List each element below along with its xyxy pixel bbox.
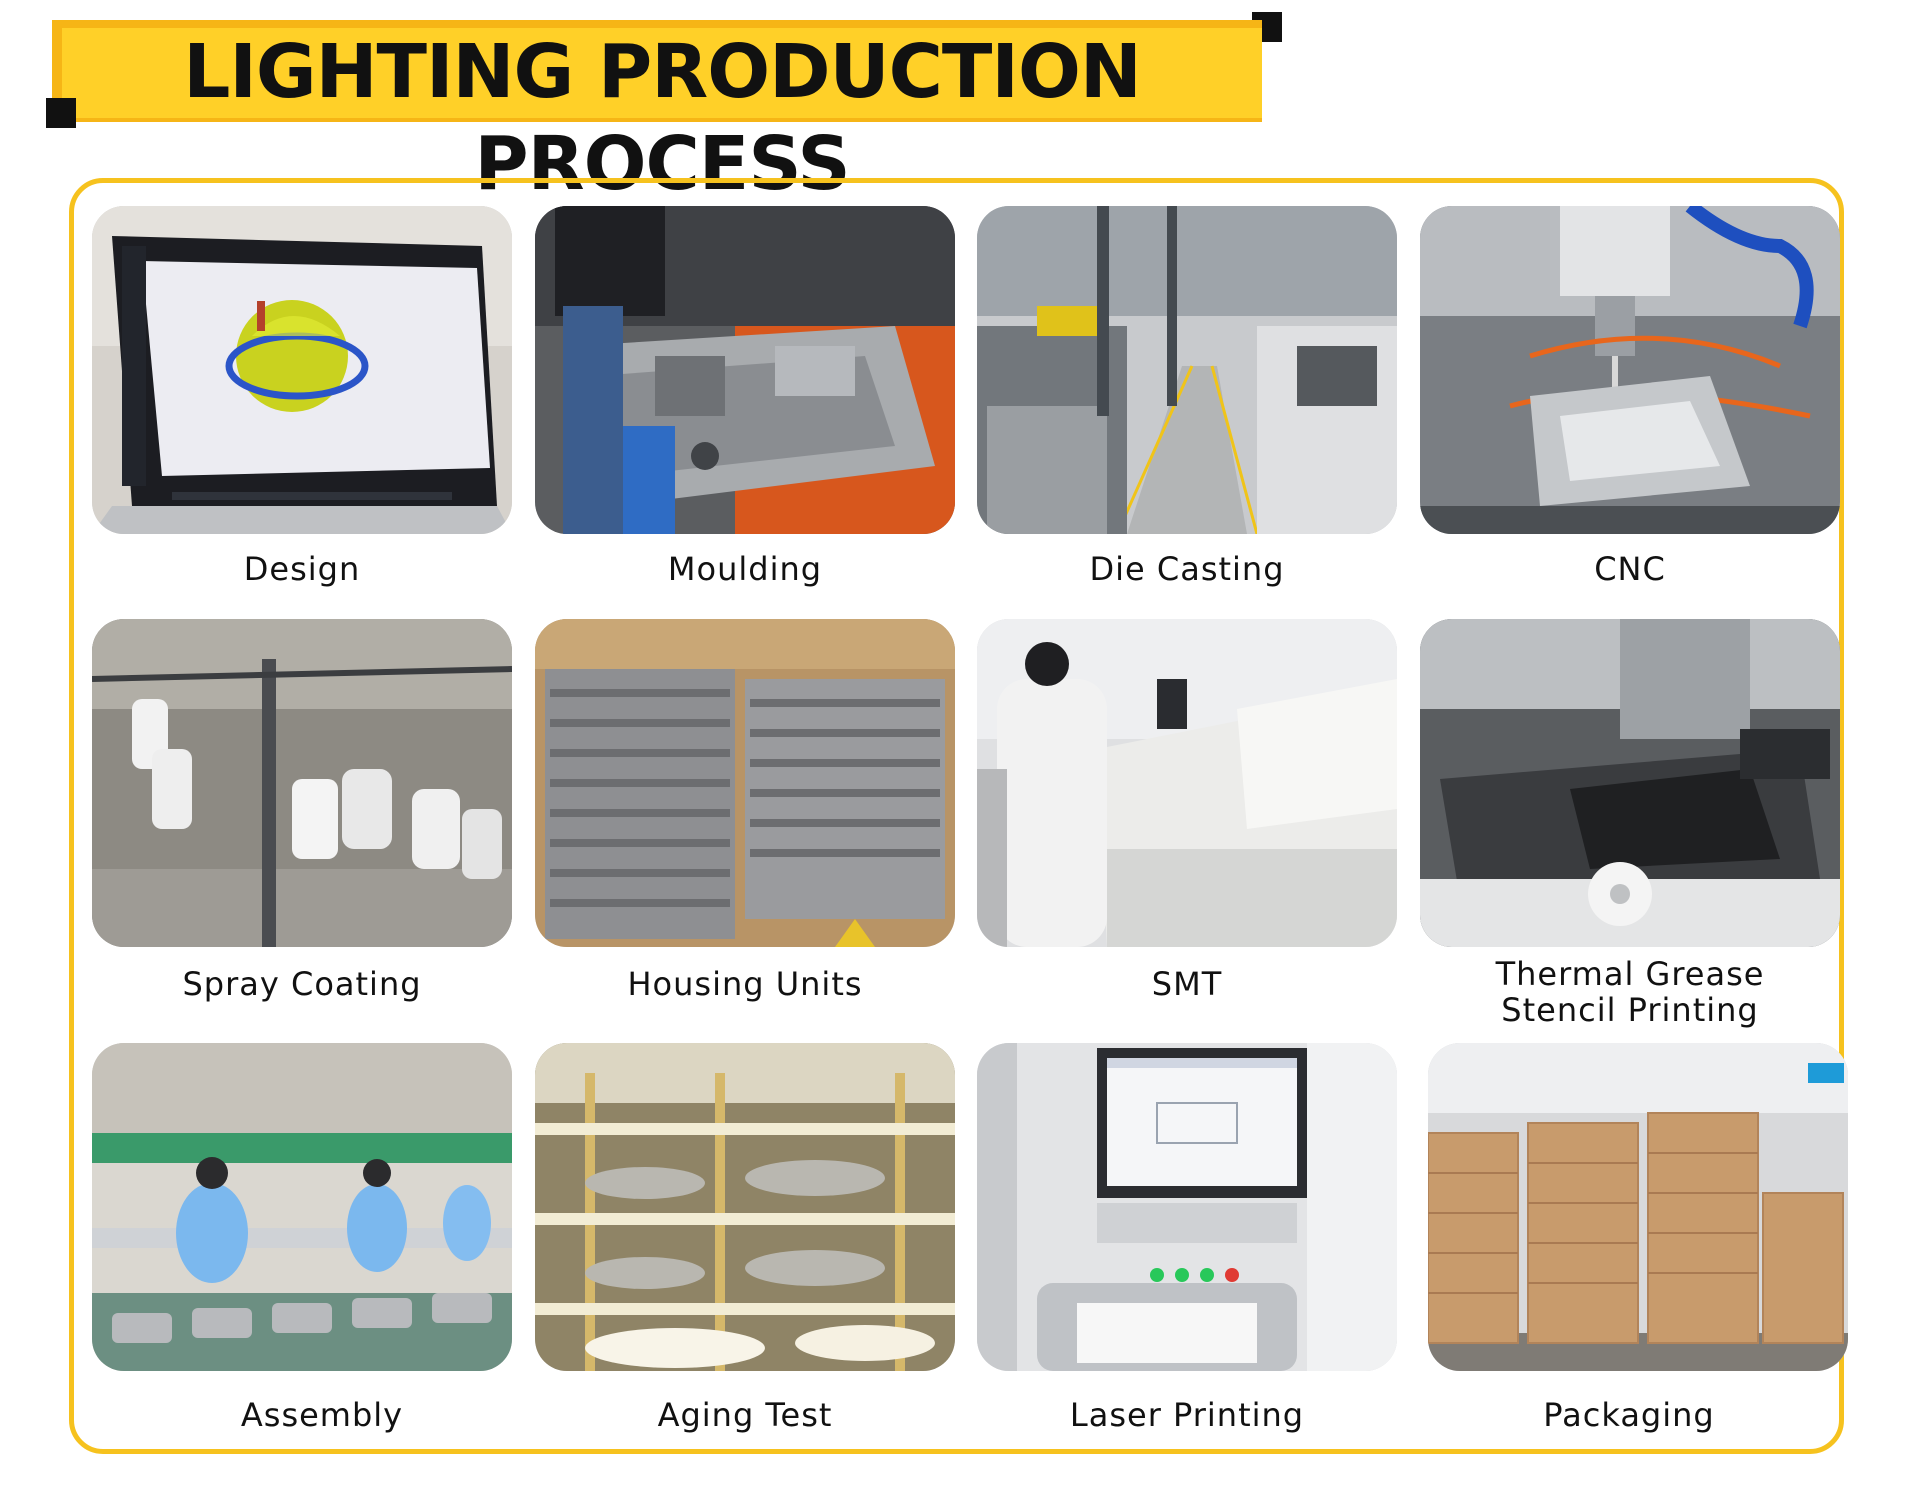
smt-photo [977,619,1397,947]
aging-test-photo [535,1043,955,1371]
step-label-moulding: Moulding [667,550,823,588]
step-label-smt: SMT [1151,965,1223,1003]
step-label-die-casting: Die Casting [1089,550,1285,588]
laser-printing-photo [977,1043,1397,1371]
step-label-stencil-printing: Stencil Printing [1501,991,1759,1029]
design-laptop-photo [92,206,512,534]
housing-units-photo [535,619,955,947]
die-casting-photo [977,206,1397,534]
step-label-housing-units: Housing Units [627,965,863,1003]
process-frame [69,178,1844,1454]
moulding-photo [535,206,955,534]
step-label-assembly: Assembly [240,1396,404,1434]
banner-bar [62,28,1262,118]
step-label-spray-coating: Spray Coating [182,965,422,1003]
step-label-cnc: CNC [1594,550,1666,588]
assembly-photo [92,1043,512,1371]
spray-coating-photo [92,619,512,947]
step-label-thermal-grease: Thermal Grease [1495,955,1765,993]
stencil-printing-photo [1420,619,1840,947]
packaging-photo [1428,1043,1848,1371]
title-banner: LIGHTING PRODUCTION PROCESS [0,0,1300,207]
step-label-design: Design [243,550,361,588]
page-title: LIGHTING PRODUCTION PROCESS [183,29,1142,207]
step-label-laser-printing: Laser Printing [1069,1396,1305,1434]
cnc-photo [1420,206,1840,534]
step-label-packaging: Packaging [1543,1396,1715,1434]
corner-square [46,98,76,128]
step-label-aging-test: Aging Test [657,1396,833,1434]
